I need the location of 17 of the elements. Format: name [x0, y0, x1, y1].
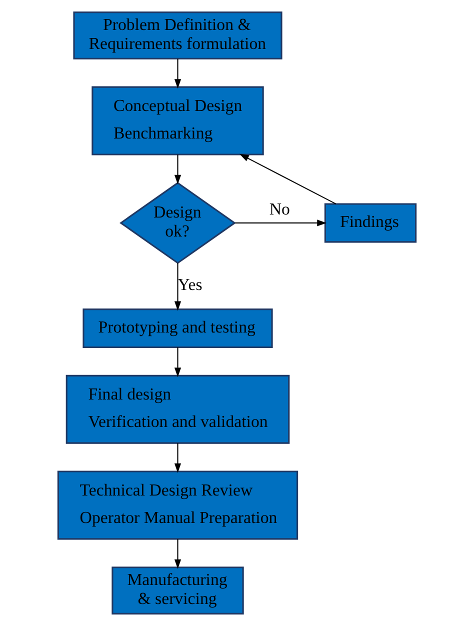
node-box: Conceptual Design Benchmarking: [92, 86, 264, 156]
arrow: [174, 154, 182, 184]
arrow: [235, 220, 327, 226]
node-box: Problem Definition & Requirements formulation: [73, 12, 282, 60]
node-box: Findings: [324, 203, 417, 243]
arrow: [174, 539, 182, 569]
node-box: Technical Design Review Operator Manual Preparation: [57, 470, 298, 540]
arrow: [174, 263, 182, 311]
node-box: Prototyping and testing: [82, 308, 273, 348]
arrow: [239, 154, 336, 204]
node-diamond: Design ok?: [120, 182, 236, 264]
node-box: Final design Verification and validation: [66, 374, 290, 444]
arrow: [174, 347, 182, 378]
edge-label: No: [269, 199, 290, 218]
arrow: [174, 443, 182, 473]
node-box: Manufacturing & servicing: [112, 566, 244, 614]
arrow: [174, 58, 182, 89]
